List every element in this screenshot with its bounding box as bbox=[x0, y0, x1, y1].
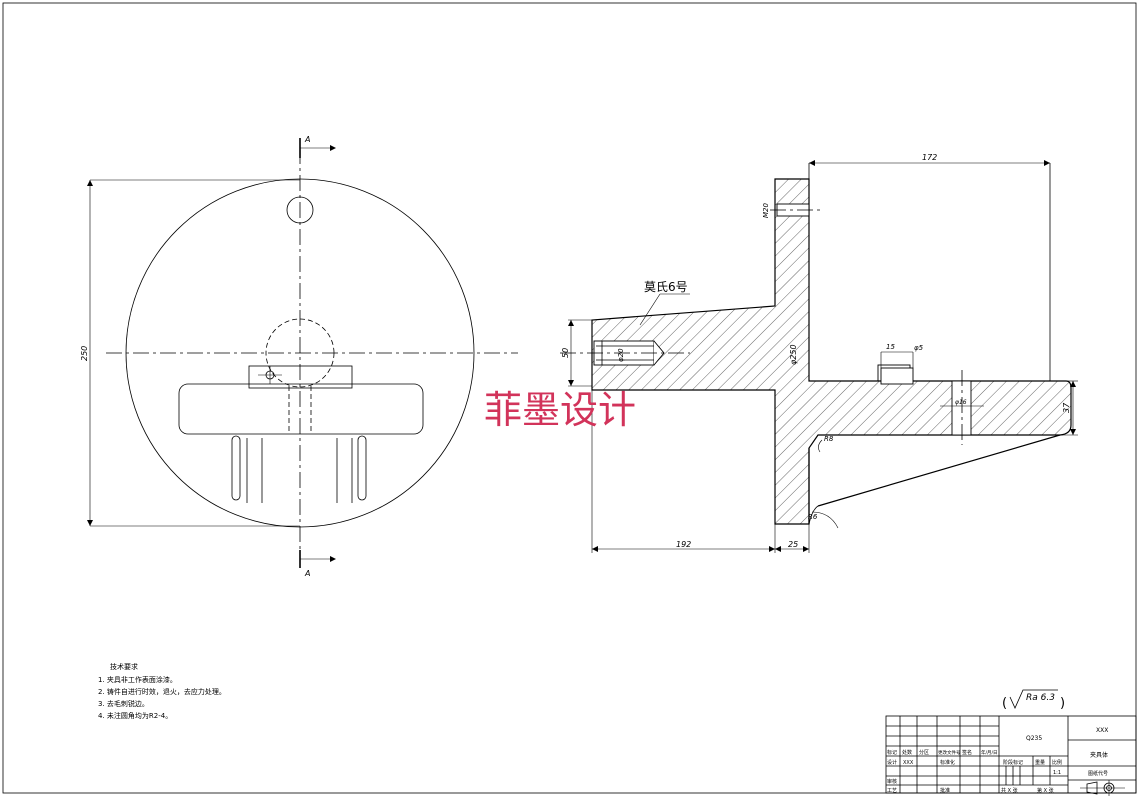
section-label-top: A bbox=[304, 135, 310, 144]
dim-15: 15 bbox=[886, 343, 895, 351]
tb-weight-label: 重量 bbox=[1035, 759, 1045, 766]
dim-r6: R6 bbox=[808, 513, 818, 521]
dim-250: 250 bbox=[80, 346, 89, 361]
tb-sheet-no: 第 X 张 bbox=[1037, 787, 1054, 794]
dim-phi20: φ20 bbox=[617, 348, 625, 362]
roughness-value: Ra 6.3 bbox=[1026, 693, 1055, 703]
dim-50: 50 bbox=[561, 348, 570, 358]
technical-requirements: 技术要求 1. 夹具非工作表面涂漆。 2. 铸件自进行时效，退火，去应力处理。 … bbox=[98, 662, 226, 720]
tech-req-item-2: 2. 铸件自进行时效，退火，去应力处理。 bbox=[98, 687, 226, 696]
tb-designer: XXX bbox=[903, 760, 914, 766]
tb-scale: 1:1 bbox=[1053, 770, 1061, 776]
tb-sign: 签名 bbox=[962, 749, 972, 756]
projection-symbol bbox=[1080, 780, 1125, 796]
tb-doc: 更改文件号 bbox=[938, 749, 961, 756]
dim-172: 172 bbox=[922, 153, 937, 162]
tb-part-name: 夹具体 bbox=[1090, 751, 1108, 759]
center-hidden-circle bbox=[265, 318, 335, 388]
tb-scale-label: 比例 bbox=[1052, 759, 1062, 766]
taper-label: 莫氏6号 bbox=[644, 280, 688, 294]
dim-37: 37 bbox=[1062, 402, 1071, 413]
top-hole bbox=[286, 196, 314, 224]
tech-req-title: 技术要求 bbox=[110, 662, 138, 671]
svg-text:(: ( bbox=[1002, 696, 1007, 711]
tb-sheet-total: 共 X 张 bbox=[1001, 787, 1018, 794]
dim-phi16: φ16 bbox=[955, 399, 967, 406]
svg-text:): ) bbox=[1060, 696, 1065, 711]
tech-req-item-1: 1. 夹具非工作表面涂漆。 bbox=[98, 675, 177, 684]
dim-25: 25 bbox=[788, 540, 798, 549]
tb-marks: 标记 bbox=[887, 749, 897, 756]
tb-stage-label: 阶段标记 bbox=[1003, 759, 1023, 766]
tb-approve-label: 批准 bbox=[940, 787, 950, 794]
roughness-symbol: ( Ra 6.3 ) bbox=[1002, 689, 1065, 711]
tb-count: 处数 bbox=[902, 749, 912, 756]
slot-bar bbox=[178, 383, 424, 435]
title-block: 标记 处数 分区 更改文件号 签名 年/月/日 设计 XXX 标准化 审核 工艺… bbox=[885, 715, 1137, 796]
tb-designer-label: 设计 bbox=[887, 759, 897, 766]
dim-192: 192 bbox=[676, 540, 691, 549]
section-body bbox=[591, 178, 1072, 525]
tb-standard-label: 标准化 bbox=[940, 759, 955, 766]
tech-req-item-3: 3. 去毛刺锐边。 bbox=[98, 699, 149, 708]
section-label-bottom: A bbox=[304, 569, 310, 578]
tb-material: Q235 bbox=[1026, 735, 1042, 742]
dim-r8: R8 bbox=[824, 435, 834, 443]
front-view: A A 250 bbox=[80, 135, 518, 578]
tb-drawing-no-label: 图纸代号 bbox=[1088, 770, 1108, 777]
side-section-view: 172 50 φ20 莫氏6号 192 25 φ250 M20 15 bbox=[560, 153, 1078, 553]
tb-process-label: 工艺 bbox=[887, 788, 897, 794]
watermark-text: 菲墨设计 bbox=[484, 388, 636, 432]
tech-req-item-4: 4. 未注圆角均为R2-4。 bbox=[98, 711, 172, 720]
tb-company: XXX bbox=[1096, 727, 1108, 734]
tb-zone: 分区 bbox=[919, 749, 929, 756]
dim-phi250: φ250 bbox=[789, 344, 798, 365]
upper-block bbox=[248, 365, 353, 389]
tb-review-label: 审核 bbox=[887, 778, 897, 785]
dim-m20: M20 bbox=[762, 203, 770, 218]
dim-phi5: φ5 bbox=[914, 344, 924, 352]
tb-date: 年/月/日 bbox=[981, 749, 998, 756]
